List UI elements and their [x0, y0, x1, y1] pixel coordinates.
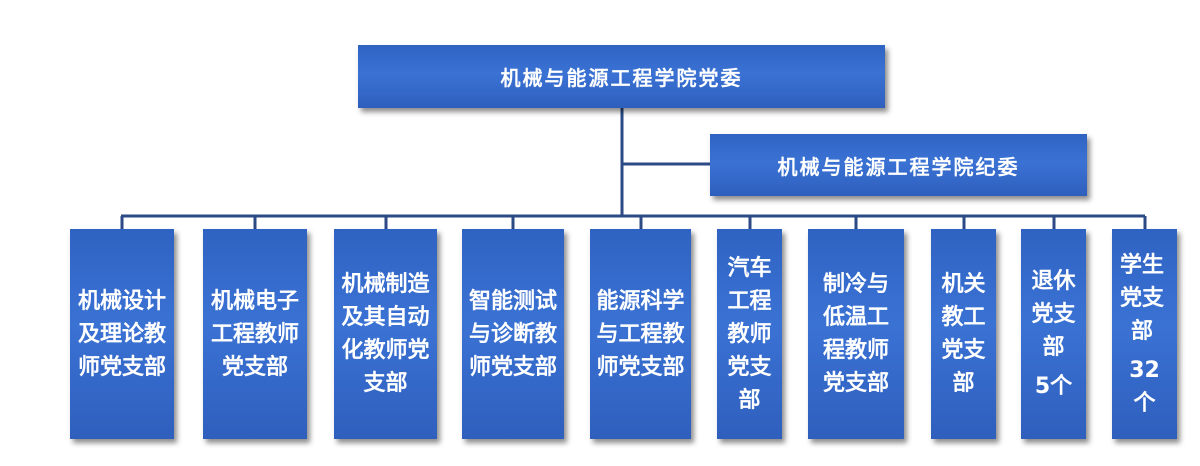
branch-label: 汽车工程教师党支部 [727, 254, 772, 413]
branch-label: 智能测试与诊断教师党支部 [469, 287, 558, 380]
branch-label: 机械电子工程教师党支部 [211, 287, 300, 380]
branch-box: 智能测试与诊断教师党支部 [462, 229, 564, 439]
branch-drop-lines [120, 216, 1147, 229]
party-committee-box: 机械与能源工程学院党委 [358, 45, 885, 108]
branch-label: 机械制造及其自动化教师党支部 [341, 271, 430, 396]
branch-label: 制冷与低温工程教师党支部 [822, 271, 889, 396]
discipline-committee-label: 机械与能源工程学院纪委 [777, 154, 1020, 179]
branch-text: 汽车工程教师党支部 [728, 252, 772, 417]
branch-box: 退休党支部 5个 [1021, 229, 1086, 439]
branch-label: 机关教工党支部 [941, 271, 986, 396]
branch-text: 制冷与低温工程教师党支部 [821, 268, 891, 400]
branch-count: 32个 [1129, 357, 1160, 416]
branch-box: 能源科学与工程教师党支部 [590, 229, 691, 439]
branch-text: 机关教工党支部 [942, 268, 986, 400]
branch-count: 5个 [1034, 374, 1073, 399]
branch-text: 机械设计及理论教师党支部 [78, 285, 166, 384]
branch-text: 能源科学与工程教师党支部 [597, 285, 685, 384]
branch-box: 机关教工党支部 [931, 229, 996, 439]
branch-box: 学生党支部 32个 [1112, 229, 1177, 439]
branch-label: 机械设计及理论教师党支部 [78, 287, 167, 380]
branch-text: 学生党支部 32个 [1120, 249, 1169, 420]
discipline-committee-box: 机械与能源工程学院纪委 [710, 134, 1087, 196]
branch-text: 退休党支部 5个 [1032, 265, 1076, 403]
branch-box: 机械电子工程教师党支部 [203, 229, 307, 439]
branch-box: 制冷与低温工程教师党支部 [808, 229, 904, 439]
branch-text: 机械电子工程教师党支部 [211, 285, 299, 384]
branch-text: 机械制造及其自动化教师党支部 [342, 268, 430, 400]
branch-box: 机械设计及理论教师党支部 [70, 229, 174, 439]
branch-label: 能源科学与工程教师党支部 [596, 287, 685, 380]
branch-box: 汽车工程教师党支部 [717, 229, 782, 439]
branch-label: 学生党支部 [1120, 251, 1165, 344]
branch-label: 退休党支部 [1031, 268, 1076, 360]
branch-text: 智能测试与诊断教师党支部 [469, 285, 557, 384]
branch-box: 机械制造及其自动化教师党支部 [334, 229, 437, 439]
party-committee-label: 机械与能源工程学院党委 [500, 66, 743, 90]
